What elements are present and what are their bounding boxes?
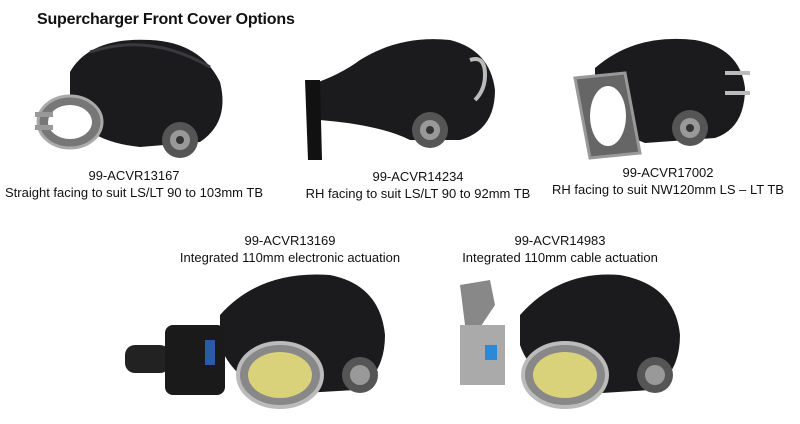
part-description: Integrated 110mm cable actuation	[462, 250, 658, 265]
part-description: Straight facing to suit LS/LT 90 to 103m…	[5, 185, 263, 200]
cover-image-rh-92	[305, 39, 495, 160]
cover-image-rh-nw120	[573, 38, 750, 160]
part-description: RH facing to suit LS/LT 90 to 92mm TB	[305, 186, 531, 201]
cover-image-electronic	[125, 274, 385, 409]
part-number: 99-ACVR14983	[514, 233, 606, 248]
option-caption: 99-ACVR13167 Straight facing to suit LS/…	[5, 167, 263, 201]
option-caption: 99-ACVR13169 Integrated 110mm electronic…	[180, 232, 400, 266]
option-caption: 99-ACVR14234 RH facing to suit LS/LT 90 …	[306, 168, 531, 202]
part-number: 99-ACVR14234	[372, 169, 464, 184]
cover-image-straight	[35, 39, 223, 158]
part-number: 99-ACVR13169	[244, 233, 336, 248]
page-title: Supercharger Front Cover Options	[37, 11, 295, 28]
part-description: RH facing to suit NW120mm LS – LT TB	[552, 182, 784, 197]
part-description: Integrated 110mm electronic actuation	[179, 250, 401, 265]
option-caption: 99-ACVR17002 RH facing to suit NW120mm L…	[552, 164, 784, 198]
part-number: 99-ACVR13167	[88, 168, 180, 183]
cover-image-cable	[460, 274, 680, 409]
option-caption: 99-ACVR14983 Integrated 110mm cable actu…	[462, 232, 658, 266]
part-number: 99-ACVR17002	[622, 165, 714, 180]
